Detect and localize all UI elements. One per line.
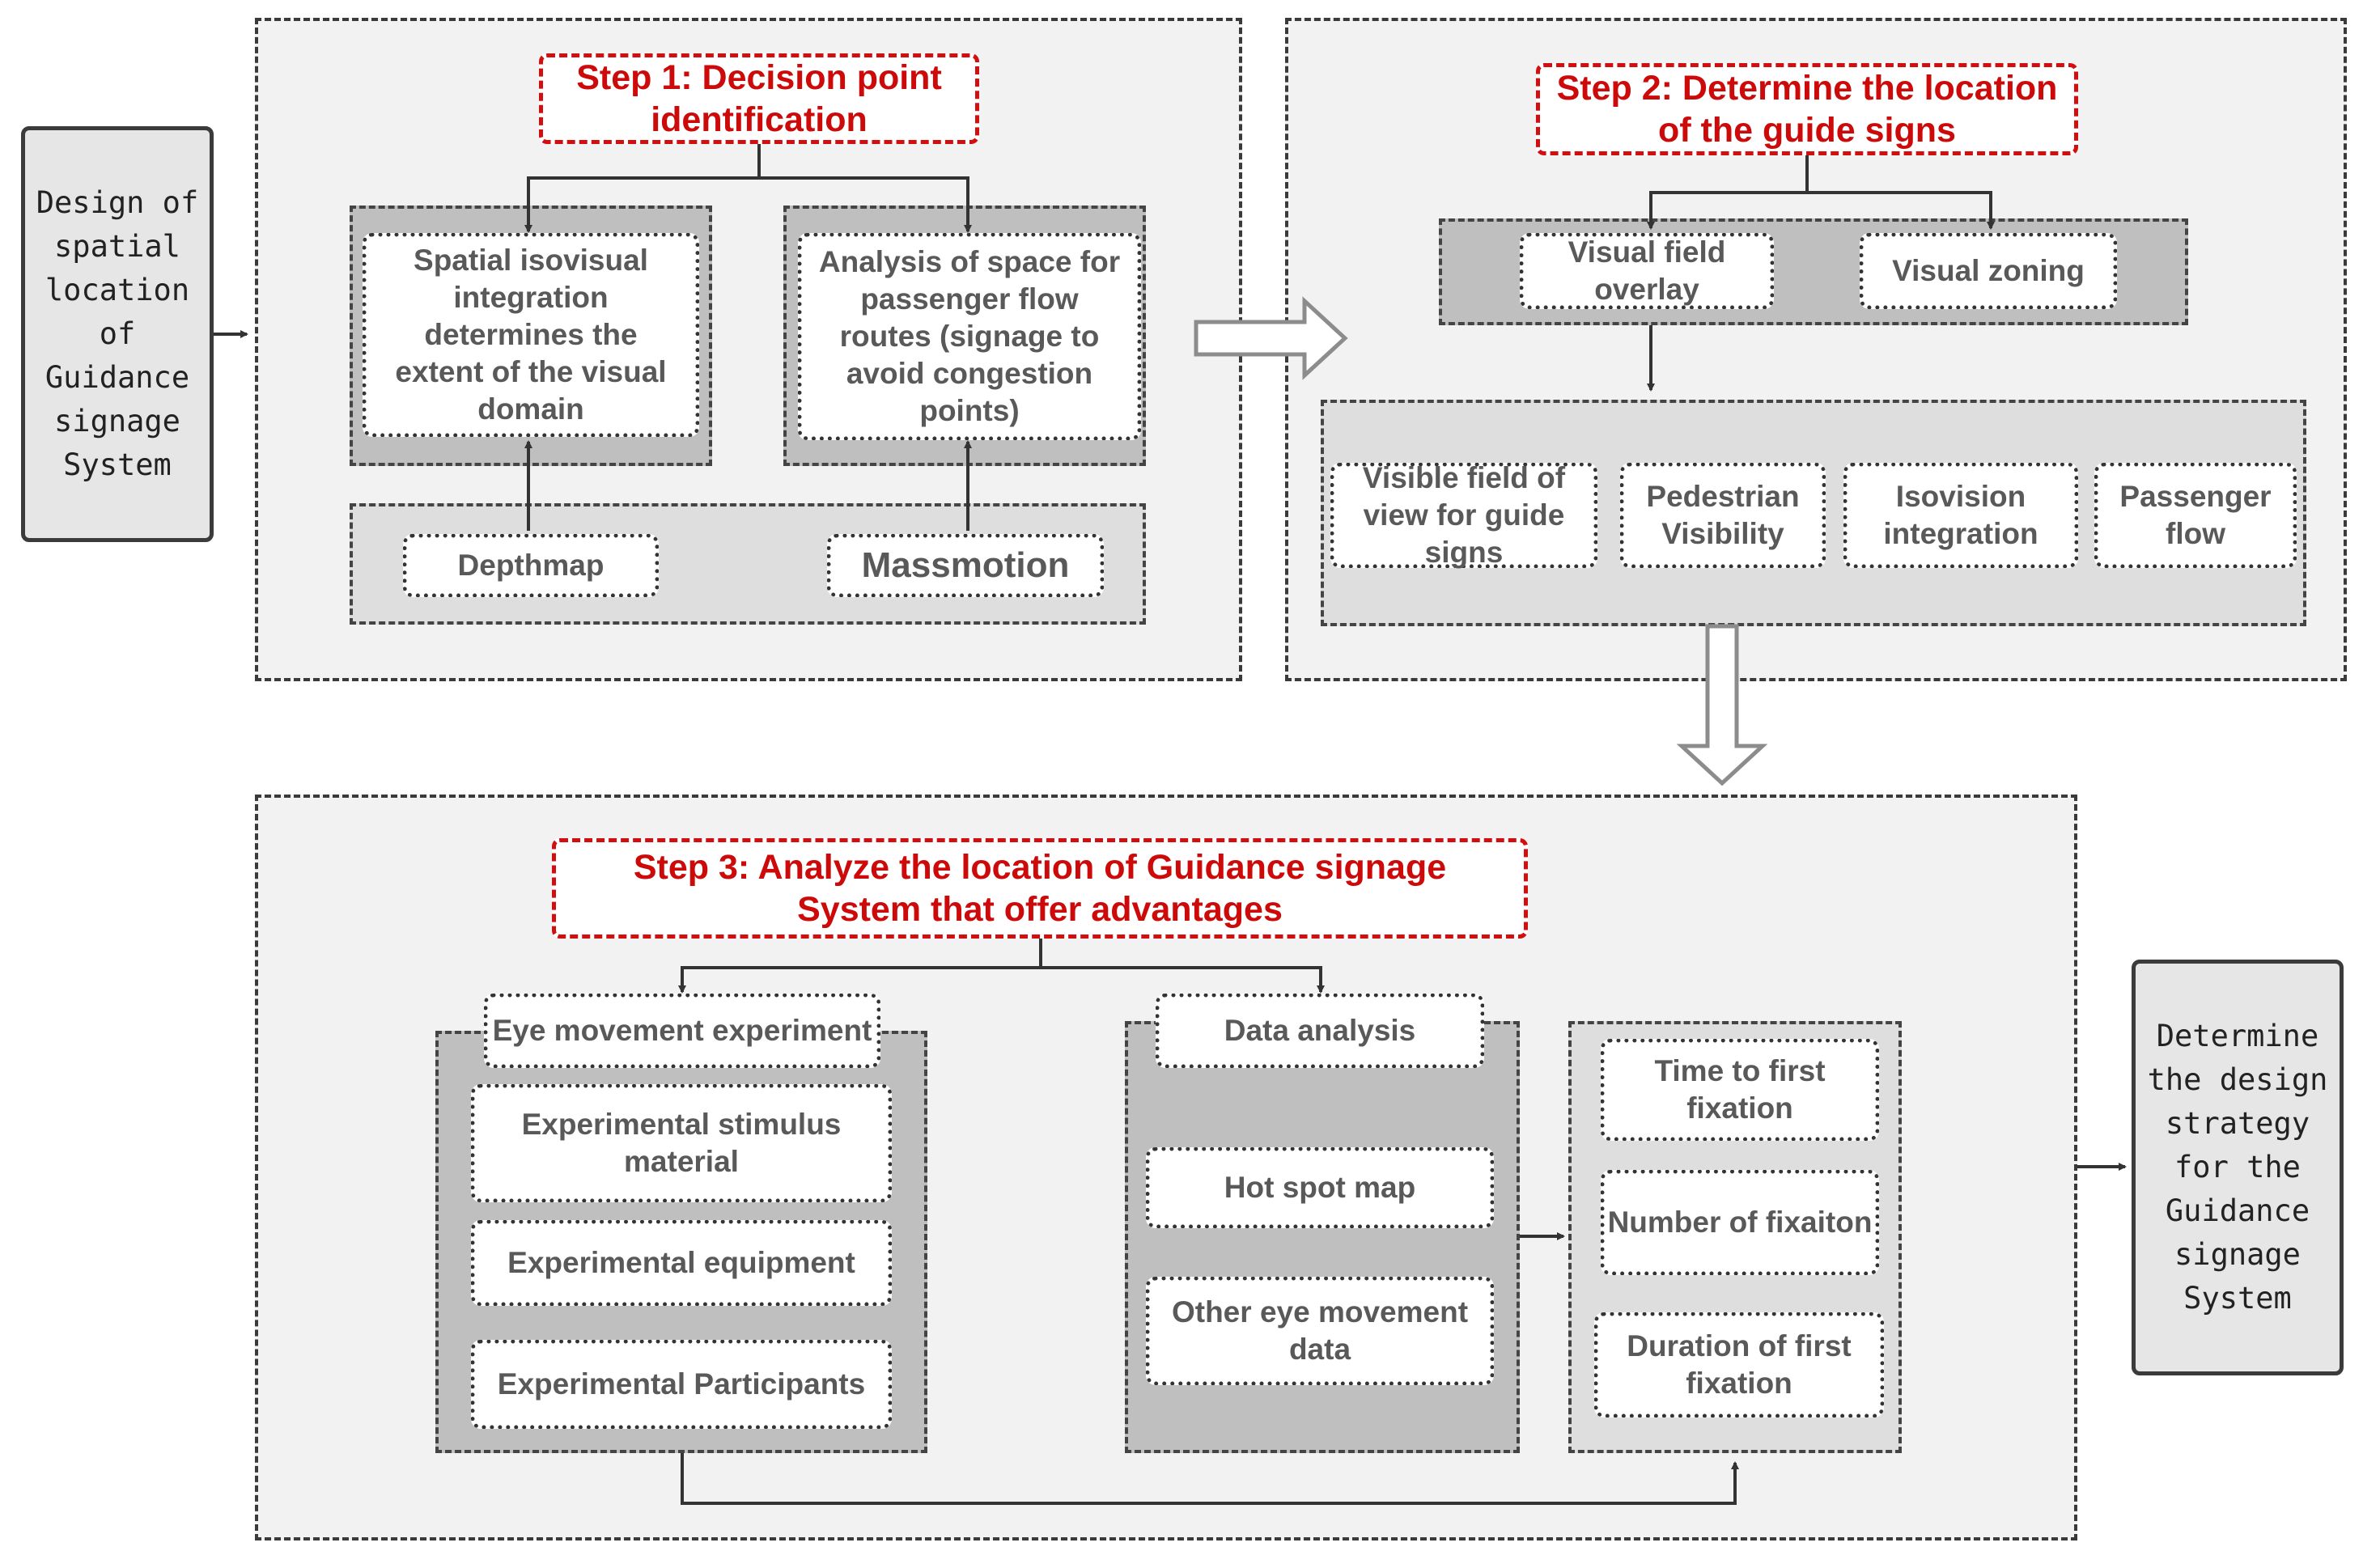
factor-passenger-flow-box: Passenger flow (2094, 463, 2297, 568)
experimental-participants-box: Experimental Participants (471, 1340, 892, 1429)
isovisual-box: Spatial isovisual integration determines… (363, 233, 699, 437)
other-eye-data-box: Other eye movement data (1146, 1277, 1494, 1385)
duration-of-first-fixation-box: Duration of first fixation (1594, 1312, 1884, 1418)
stimulus-material-box: Experimental stimulus material (471, 1084, 892, 1202)
hollow-arrow-right (1194, 296, 1348, 380)
number-of-fixation-box: Number of fixaiton (1601, 1170, 1879, 1275)
factor-isovision-integration-box: Isovision integration (1843, 463, 2078, 568)
step1-title: Step 1: Decision point identification (539, 53, 979, 144)
step3-title: Step 3: Analyze the location of Guidance… (552, 838, 1528, 939)
depthmap-tool: Depthmap (403, 534, 659, 597)
passenger-flow-box: Analysis of space for passenger flow rou… (798, 233, 1141, 440)
hot-spot-map-box: Hot spot map (1146, 1147, 1494, 1228)
hollow-arrow-down (1676, 624, 1768, 786)
visual-zoning-box: Visual zoning (1860, 233, 2117, 309)
end-node: Determine the design strategy for the Gu… (2132, 960, 2344, 1375)
experimental-equipment-box: Experimental equipment (471, 1220, 892, 1306)
eye-experiment-header: Eye movement experiment (484, 994, 880, 1068)
start-node: Design of spatial location of Guidance s… (21, 126, 214, 542)
arrow-step3-to-eye (678, 939, 1042, 994)
factor-pedestrian-visibility-box: Pedestrian Visibility (1620, 463, 1826, 568)
data-analysis-header: Data analysis (1156, 994, 1484, 1068)
massmotion-tool: Massmotion (827, 534, 1104, 597)
time-to-first-fixation-box: Time to first fixation (1601, 1039, 1879, 1141)
start-node-label: Design of spatial location of Guidance s… (36, 185, 199, 482)
arrow-step3-to-data (1041, 966, 1325, 994)
visual-field-overlay-box: Visual field overlay (1520, 233, 1774, 309)
arrow-step2-to-zoning (1807, 191, 1995, 230)
end-node-label: Determine the design strategy for the Gu… (2147, 1019, 2328, 1316)
arrow-step1-to-passenger-flow (759, 176, 972, 233)
step2-title: Step 2: Determine the location of the gu… (1536, 63, 2078, 155)
arrow-step1-to-isovisual (524, 142, 761, 233)
arrow-eye-to-metrics (681, 1453, 1739, 1505)
arrow-step2-to-overlay (1647, 154, 1809, 230)
factor-visible-field-box: Visible field of view for guide signs (1330, 461, 1597, 569)
